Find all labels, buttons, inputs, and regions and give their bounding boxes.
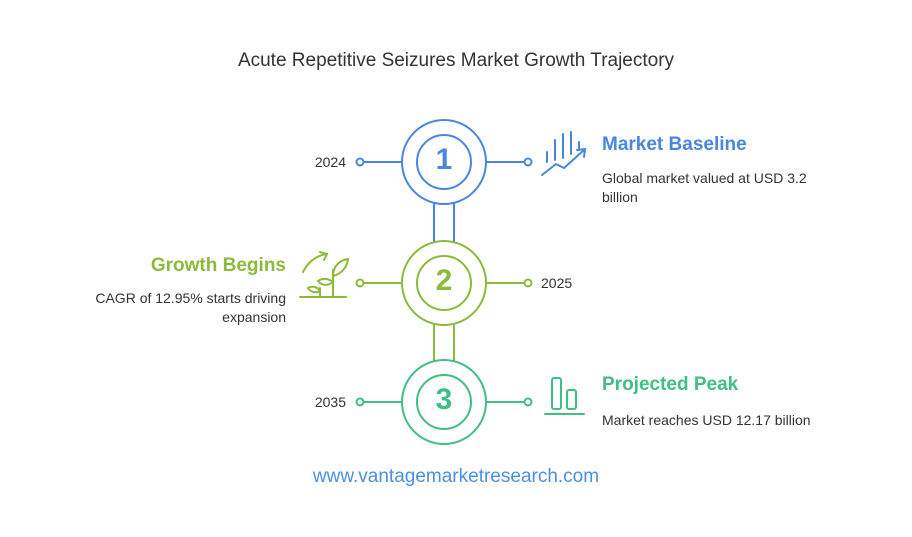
step-1-description: Global market valued at USD 3.2 billion	[602, 170, 807, 205]
connector-2-3	[433, 321, 455, 365]
bar-chart-icon	[544, 377, 585, 415]
step-1-heading: Market Baseline	[602, 134, 747, 155]
step-1-year: 2024	[314, 154, 346, 170]
step-3-description: Market reaches USD 12.17 billion	[602, 412, 811, 428]
plant-growth-icon	[299, 251, 350, 298]
step-3-heading: Projected Peak	[602, 374, 739, 395]
step-2-node	[355, 240, 533, 326]
footer-url[interactable]: www.vantagemarketresearch.com	[312, 466, 600, 487]
step-1-number: 1	[435, 143, 453, 176]
bar-chart-growth-icon	[541, 131, 587, 176]
step-3-number: 3	[435, 383, 453, 416]
step-3-year: 2035	[314, 394, 346, 410]
step-3-node	[355, 359, 533, 445]
step-2-heading: Growth Begins	[150, 255, 286, 276]
step-1-node	[355, 119, 533, 205]
step-2-description: CAGR of 12.95% starts driving expansion	[95, 290, 286, 325]
step-2-number: 2	[435, 264, 453, 297]
step-2-year: 2025	[541, 275, 573, 291]
connector-1-2	[433, 201, 455, 245]
page-title: Acute Repetitive Seizures Market Growth …	[237, 50, 675, 71]
